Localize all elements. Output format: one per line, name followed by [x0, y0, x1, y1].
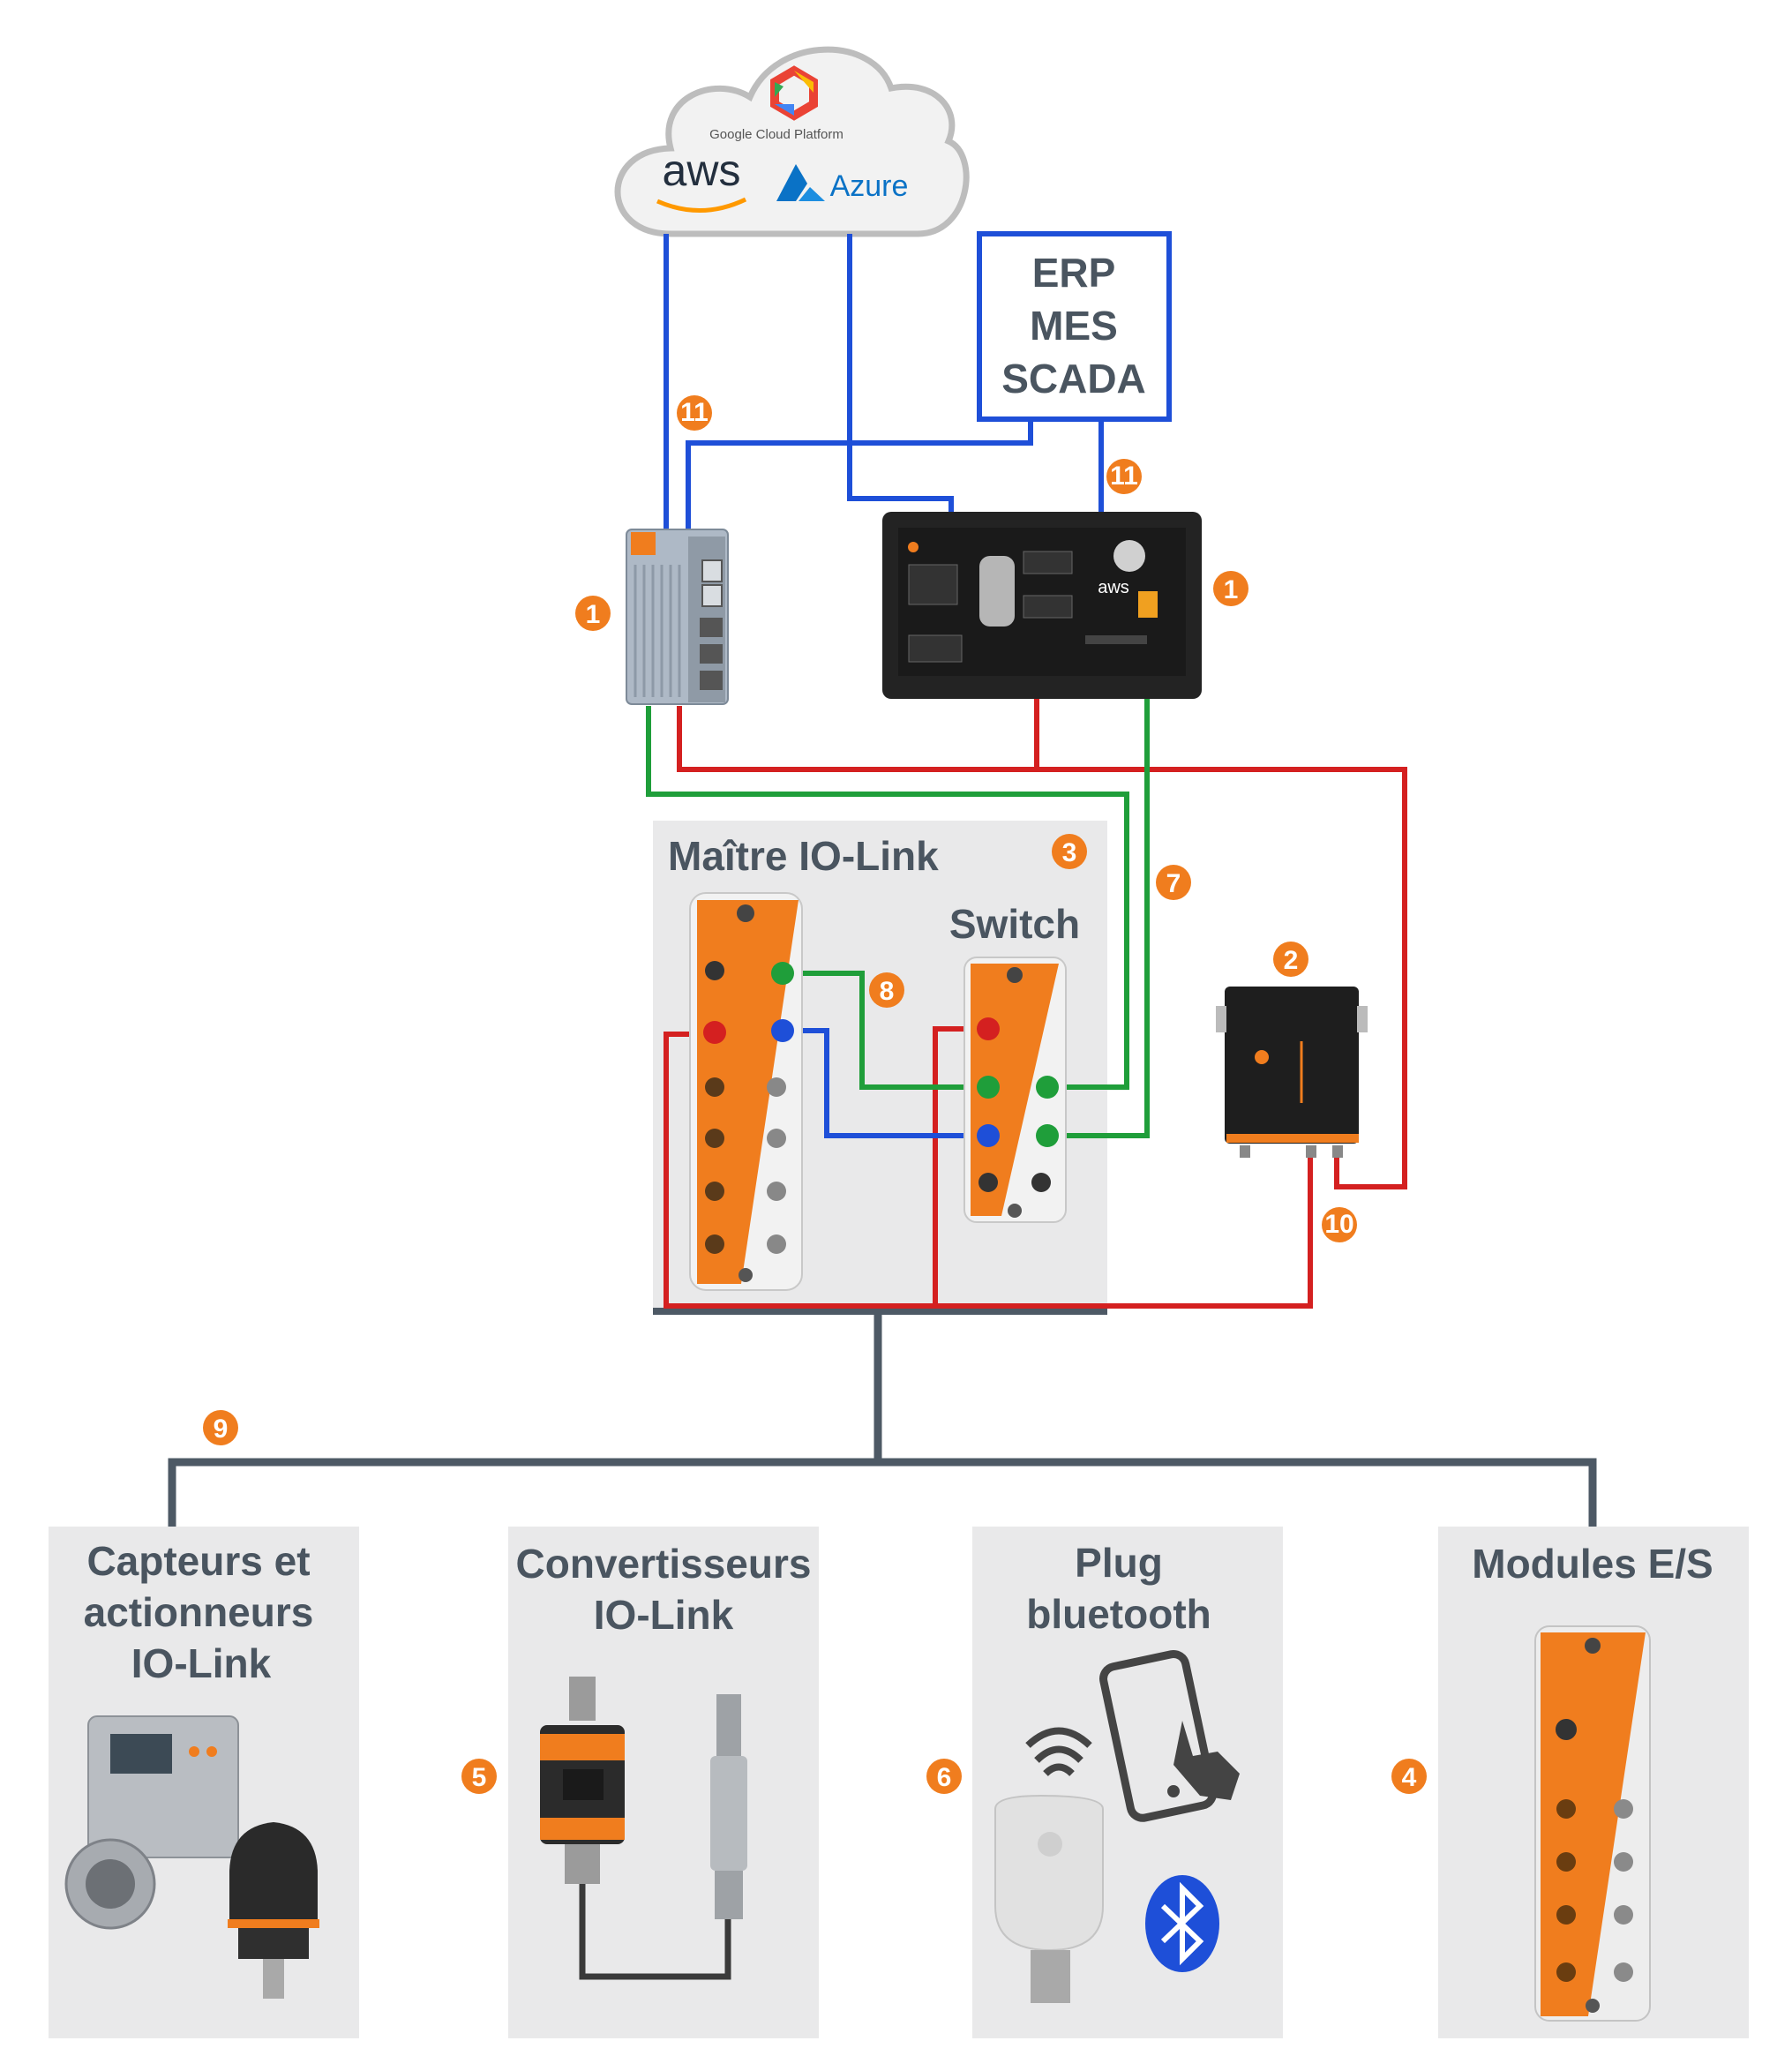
svg-text:3: 3: [1062, 838, 1077, 867]
bluetooth-title-line1: Plug: [1075, 1540, 1163, 1586]
io-link-master-title: Maître IO-Link: [668, 833, 939, 879]
aws-smile-icon: [656, 197, 747, 213]
field-bus-tree: [168, 1315, 1597, 1527]
switch-green-port-2: [1036, 1076, 1059, 1099]
sensors-title-line3: IO-Link: [131, 1640, 272, 1686]
svg-text:5: 5: [472, 1763, 487, 1792]
master-red-port: [703, 1021, 726, 1044]
switch-green-port-1: [977, 1076, 1000, 1099]
google-cloud-label: Google Cloud Platform: [709, 127, 844, 142]
master-green-port: [771, 962, 794, 985]
blue-master-switch-link: [783, 1028, 988, 1138]
scada-label: SCADA: [1001, 356, 1146, 401]
converters-title-line1: Convertisseurs: [516, 1541, 812, 1587]
erp-label: ERP: [1032, 250, 1116, 296]
aws-label: aws: [663, 146, 741, 195]
green-connections: [646, 675, 1150, 1138]
sensors-title-line1: Capteurs et: [86, 1538, 310, 1584]
badge-11-right: 11: [1106, 459, 1142, 494]
flow-sensor-image: [64, 1715, 239, 1930]
svg-text:2: 2: [1284, 946, 1299, 975]
master-blue-port: [771, 1019, 794, 1042]
badge-8: 8: [869, 972, 904, 1008]
mes-label: MES: [1030, 303, 1118, 349]
svg-text:9: 9: [214, 1414, 229, 1444]
svg-text:1: 1: [586, 600, 601, 629]
svg-text:8: 8: [880, 977, 895, 1006]
badge-3: 3: [1052, 834, 1087, 869]
io-link-gateway-device: [1216, 987, 1368, 1158]
erp-mes-scada-box: [977, 231, 1172, 422]
badge-4: 4: [1391, 1759, 1427, 1794]
wifi-icon: [1025, 1727, 1092, 1776]
io-link-master-device: [689, 892, 803, 1291]
master-panel-baseline: [653, 1308, 1107, 1315]
svg-text:4: 4: [1402, 1763, 1417, 1792]
pressure-sensor-image: [228, 1822, 319, 1999]
svg-text:10: 10: [1324, 1210, 1353, 1239]
bluetooth-plug-image: [994, 1794, 1104, 2003]
svg-text:6: 6: [937, 1763, 952, 1792]
google-cloud-icon: [770, 65, 818, 121]
bluetooth-title-line2: bluetooth: [1026, 1591, 1211, 1637]
switch-blue-port: [977, 1124, 1000, 1147]
azure-label: Azure: [830, 169, 909, 203]
hmi-panel-device: aws: [882, 512, 1202, 699]
badge-1-gateway: 1: [575, 596, 611, 631]
smartphone-icon: [1099, 1650, 1240, 1822]
badge-2: 2: [1273, 942, 1308, 977]
svg-text:7: 7: [1166, 869, 1181, 898]
badge-5: 5: [461, 1759, 497, 1794]
cloud-shape: [614, 46, 970, 237]
badge-9: 9: [203, 1410, 238, 1445]
badge-6: 6: [926, 1759, 962, 1794]
svg-text:11: 11: [1110, 461, 1138, 491]
blue-connections: [664, 234, 1104, 529]
switch-red-port: [977, 1017, 1000, 1040]
hmi-aws-label: aws: [1098, 578, 1129, 597]
badge-10: 10: [1322, 1207, 1357, 1242]
edge-gateway-device: [626, 529, 729, 705]
modules-title: Modules E/S: [1472, 1541, 1713, 1587]
switch-green-port-3: [1036, 1124, 1059, 1147]
switch-title: Switch: [949, 901, 1080, 947]
converters-title-line2: IO-Link: [594, 1592, 734, 1638]
converter-device-image: [540, 1677, 731, 1980]
sensors-title-line2: actionneurs: [84, 1589, 314, 1635]
badge-1-hmi: 1: [1213, 571, 1248, 606]
temperature-sensor-image: [710, 1694, 747, 1919]
azure-icon: [776, 164, 825, 201]
io-module-image: [1534, 1625, 1651, 2022]
badge-11-left: 11: [677, 395, 712, 431]
port-dots: [703, 962, 1059, 1147]
svg-text:1: 1: [1224, 575, 1239, 604]
bluetooth-icon: [1145, 1875, 1219, 1972]
badge-7: 7: [1156, 865, 1191, 900]
svg-text:11: 11: [680, 398, 709, 427]
